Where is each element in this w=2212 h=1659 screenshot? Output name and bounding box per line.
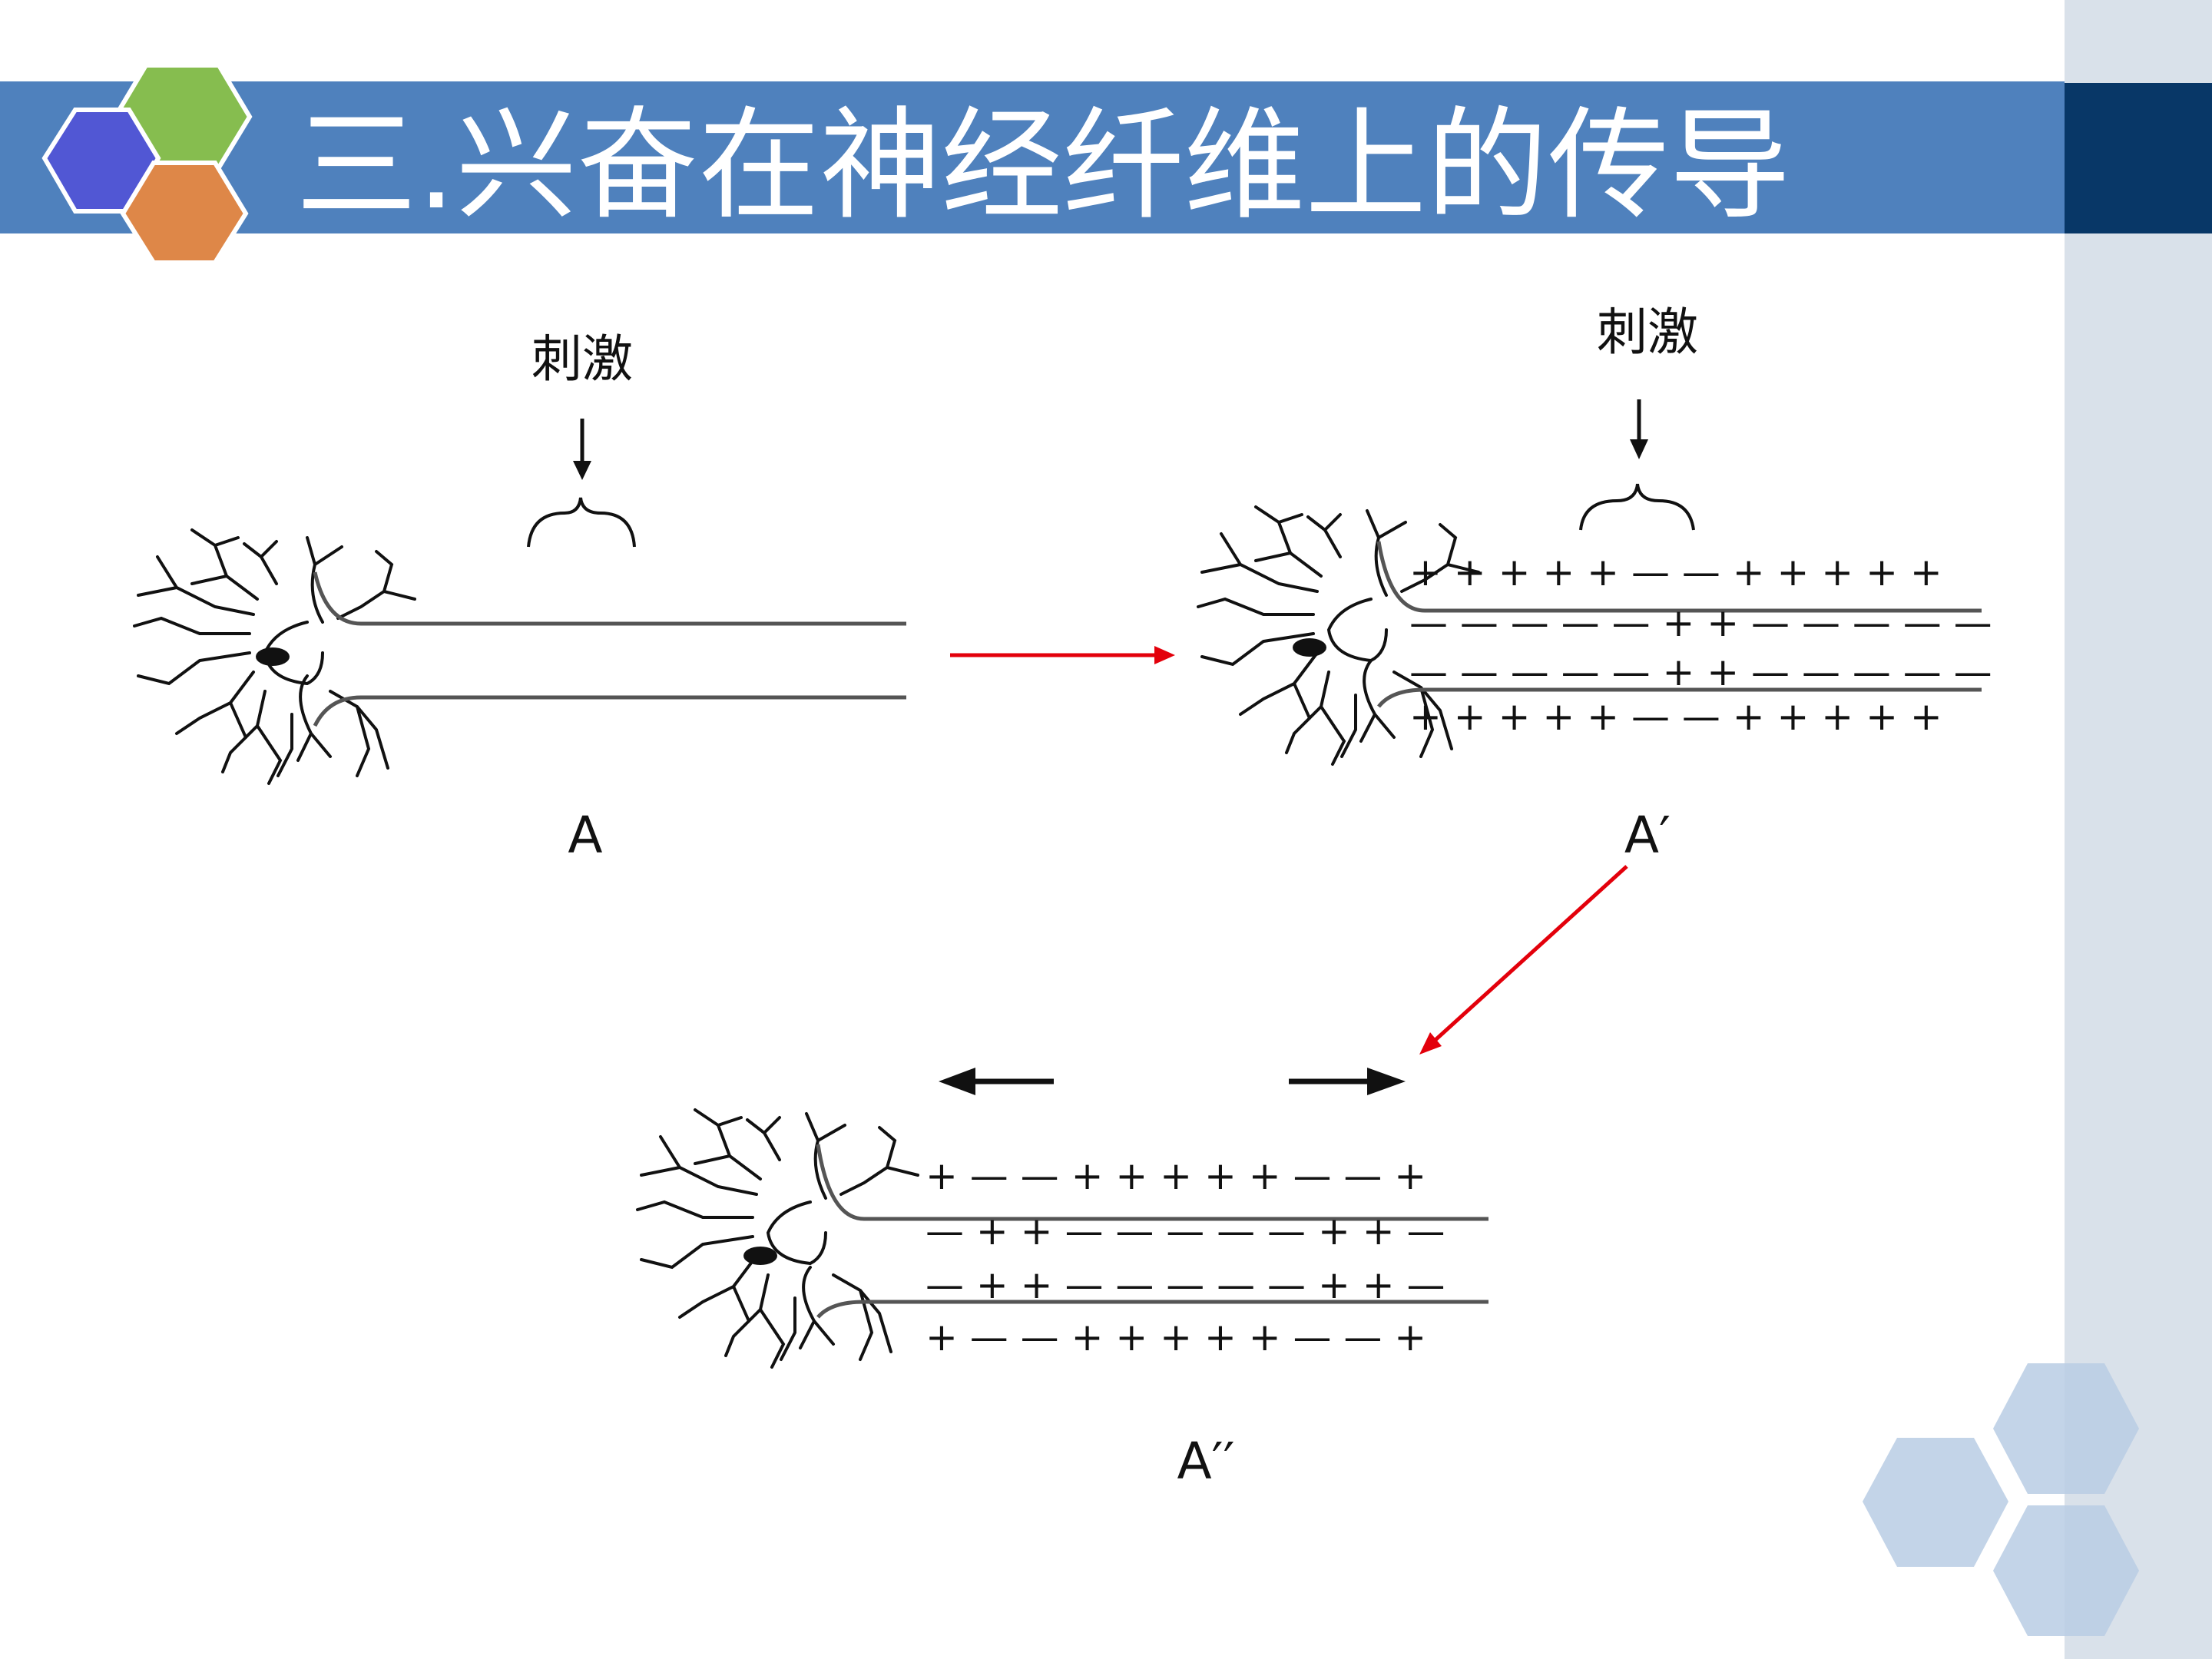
arrow-a1-to-a2-head bbox=[1419, 1032, 1442, 1055]
cell-nucleus bbox=[1293, 638, 1326, 657]
charge-row-inner-bottom: — + + — — — — — + + — bbox=[926, 1263, 1445, 1307]
dark-tab bbox=[2065, 83, 2212, 233]
propagation-arrowhead-left bbox=[939, 1068, 975, 1095]
axon-lower-membrane bbox=[816, 1300, 1488, 1319]
hexagon-orange bbox=[120, 161, 249, 265]
axon-lower-membrane bbox=[1377, 687, 1982, 708]
charge-row-inner-top: — — — — — + + — — — — — bbox=[1409, 601, 1992, 645]
hexagon-light-top bbox=[1993, 1363, 2139, 1494]
axon-lower-membrane bbox=[313, 695, 906, 727]
neuron-diagram-a: 刺激 A bbox=[133, 329, 906, 865]
page-title: 三.兴奋在神经纤维上的传导 bbox=[296, 95, 1790, 237]
diagram-label: A′′ bbox=[1177, 1432, 1234, 1491]
arrow-a-to-a1-head bbox=[1154, 646, 1175, 664]
neuron-cell-body bbox=[133, 528, 416, 785]
stimulus-arrowhead bbox=[573, 461, 591, 480]
neuron-diagram-a2: + — — + + + + + — — + — + + — — — — — + … bbox=[636, 1068, 1488, 1491]
stimulus-brace bbox=[1579, 483, 1695, 531]
arrow-a1-to-a2 bbox=[1427, 865, 1628, 1048]
hexagon-light-left bbox=[1863, 1438, 2008, 1567]
title-bar bbox=[0, 81, 2065, 233]
neuron-cell-body bbox=[636, 1108, 919, 1369]
charge-row-outer-bottom: + — — + + + + + — — + bbox=[926, 1315, 1426, 1359]
stimulus-arrowhead bbox=[1630, 439, 1648, 459]
diagram-label: A′ bbox=[1624, 806, 1671, 865]
axon-upper-membrane bbox=[816, 1144, 1488, 1221]
stimulus-brace bbox=[527, 497, 636, 548]
axon-upper-membrane bbox=[1376, 541, 1982, 613]
logo-hexagons bbox=[41, 63, 253, 265]
neuron-diagram-a1: 刺激 + + + + + — — + + + + + — — — — — + +… bbox=[1197, 303, 1992, 865]
propagation-arrowhead-right bbox=[1367, 1068, 1406, 1095]
axon-upper-membrane bbox=[313, 571, 906, 626]
charge-row-outer-top: + — — + + + + + — — + bbox=[926, 1154, 1426, 1198]
cell-nucleus bbox=[743, 1247, 777, 1265]
decorative-hexagons bbox=[1863, 1363, 2139, 1636]
charge-row-inner-top: — + + — — — — — + + — bbox=[926, 1209, 1445, 1253]
cell-nucleus bbox=[256, 647, 290, 666]
charge-row-outer-top: + + + + + — — + + + + + bbox=[1409, 550, 1942, 594]
stimulus-label: 刺激 bbox=[1597, 303, 1698, 362]
stimulus-label: 刺激 bbox=[531, 329, 633, 389]
diagram-label: A bbox=[568, 806, 602, 865]
charge-row-outer-bottom: + + + + + — — + + + + + bbox=[1409, 694, 1942, 739]
charge-row-inner-bottom: — — — — — + + — — — — — bbox=[1409, 650, 1992, 694]
hexagon-light-bottom bbox=[1993, 1505, 2139, 1636]
